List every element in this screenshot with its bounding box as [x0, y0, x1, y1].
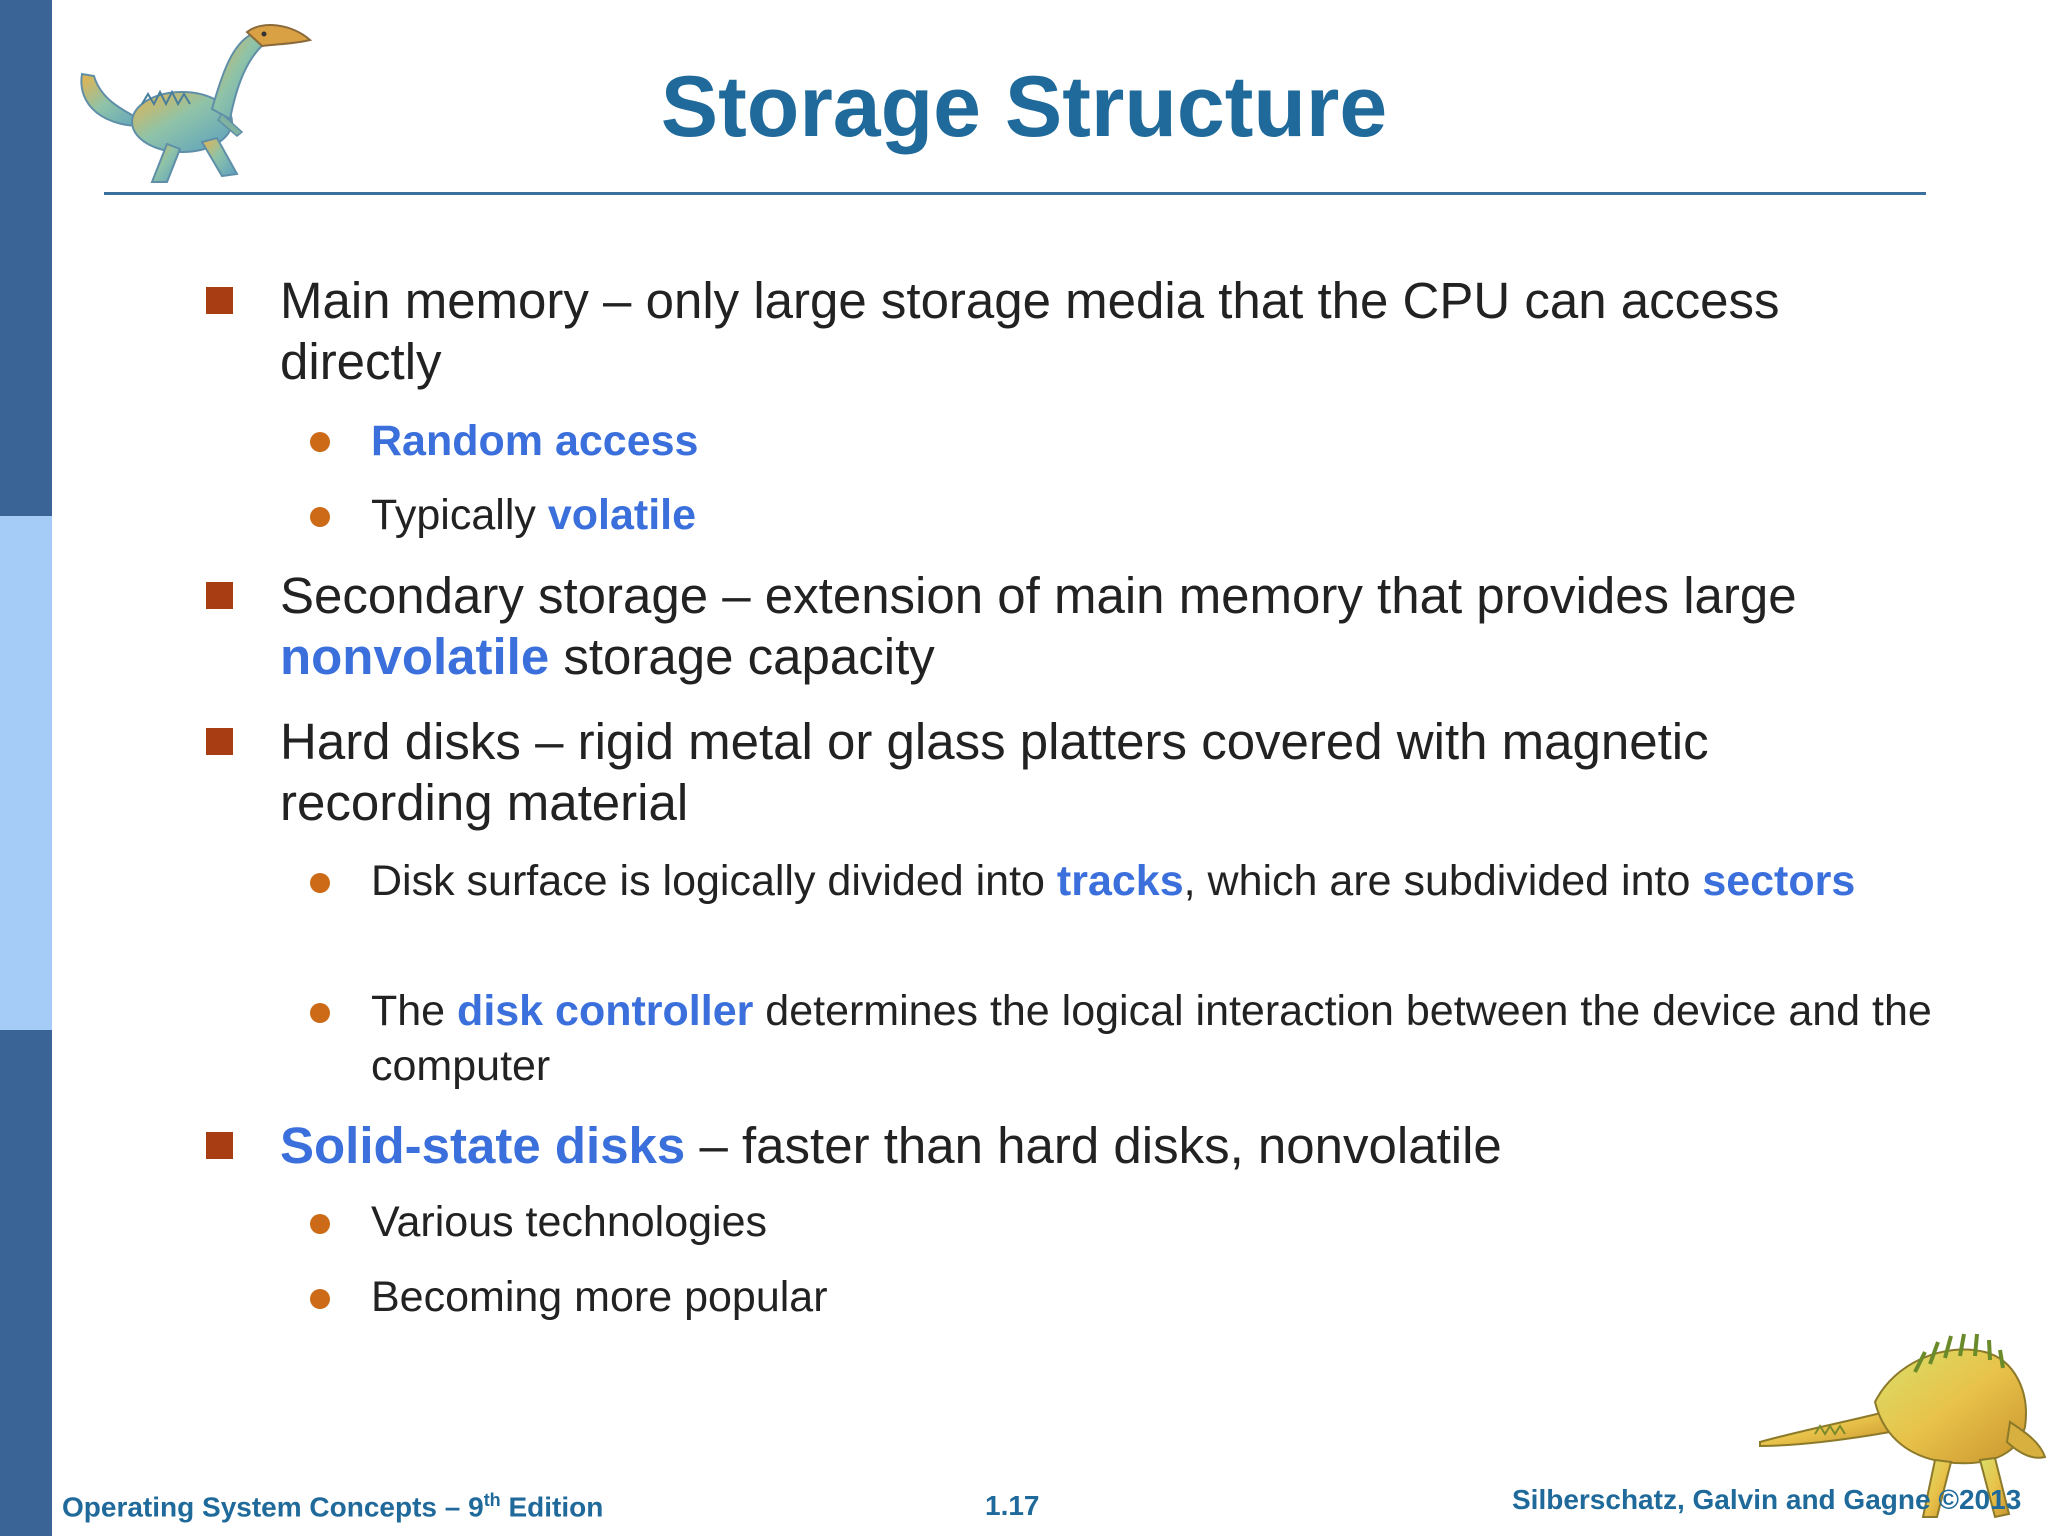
round-bullet-icon	[310, 1003, 330, 1023]
square-bullet-icon	[206, 287, 233, 314]
round-bullet-icon	[310, 1289, 330, 1309]
bullet-text: Becoming more popular	[371, 1273, 828, 1321]
bullet-main-memory: Main memory – only large storage media t…	[280, 270, 1930, 392]
footer-book-title-prefix: Operating System Concepts – 9	[62, 1491, 484, 1523]
highlight-term: volatile	[547, 491, 697, 539]
round-bullet-icon	[310, 873, 330, 893]
highlight-term: tracks	[1056, 857, 1184, 905]
round-bullet-icon	[310, 1214, 330, 1234]
sub-bullet-more-popular: Becoming more popular	[371, 1270, 1941, 1325]
bullet-text: The	[371, 987, 458, 1035]
footer-book-title-suffix: Edition	[500, 1491, 604, 1523]
dinosaur-logo-icon	[80, 24, 313, 183]
dinosaur-corner-icon	[1759, 1333, 2047, 1519]
footer-page-number: 1.17	[985, 1490, 1040, 1521]
slide-title: Storage Structure	[660, 59, 1388, 155]
sidebar-highlight-segment	[0, 516, 52, 1030]
bullet-secondary-storage: Secondary storage – extension of main me…	[280, 565, 1930, 687]
bullet-solid-state-disks: Solid-state disks – faster than hard dis…	[280, 1115, 1930, 1176]
highlight-term: Solid-state disks	[280, 1117, 686, 1174]
footer-authors: Silberschatz, Galvin and Gagne ©2013	[1512, 1484, 2022, 1515]
square-bullet-icon	[206, 582, 233, 609]
sub-bullet-volatile: Typically volatile	[371, 488, 1941, 543]
bullet-text: Various technologies	[371, 1198, 768, 1246]
footer-book-title: Operating System Concepts – 9th Edition	[62, 1490, 603, 1523]
highlight-term: nonvolatile	[280, 628, 550, 685]
highlight-term: sectors	[1702, 857, 1856, 905]
bullet-text: storage capacity	[549, 628, 935, 685]
sub-bullet-random-access: Random access	[371, 414, 1941, 469]
highlight-term: Random access	[371, 417, 699, 465]
title-divider	[104, 192, 1926, 195]
footer-book-title-sup: th	[483, 1490, 501, 1510]
bullet-text: Secondary storage – extension of main me…	[280, 567, 1797, 624]
highlight-term: disk controller	[457, 987, 754, 1035]
sub-bullet-tracks-sectors: Disk surface is logically divided into t…	[371, 854, 1941, 909]
bullet-text: Typically	[371, 491, 548, 539]
bullet-text: , which are subdivided into	[1183, 857, 1703, 905]
bullet-text: Disk surface is logically divided into	[371, 857, 1057, 905]
bullet-text: determines the logical interaction betwe…	[371, 987, 1932, 1090]
bullet-text: Main memory – only large storage media t…	[280, 272, 1780, 390]
bullet-hard-disks: Hard disks – rigid metal or glass platte…	[280, 711, 1930, 833]
square-bullet-icon	[206, 1132, 233, 1159]
bullet-text: Hard disks – rigid metal or glass platte…	[280, 713, 1709, 831]
sub-bullet-disk-controller: The disk controller determines the logic…	[371, 984, 1941, 1094]
bullet-text: – faster than hard disks, nonvolatile	[685, 1117, 1502, 1174]
square-bullet-icon	[206, 728, 233, 755]
round-bullet-icon	[310, 432, 330, 452]
round-bullet-icon	[310, 507, 330, 527]
left-sidebar-bar	[0, 0, 52, 1536]
sub-bullet-various-technologies: Various technologies	[371, 1195, 1941, 1250]
